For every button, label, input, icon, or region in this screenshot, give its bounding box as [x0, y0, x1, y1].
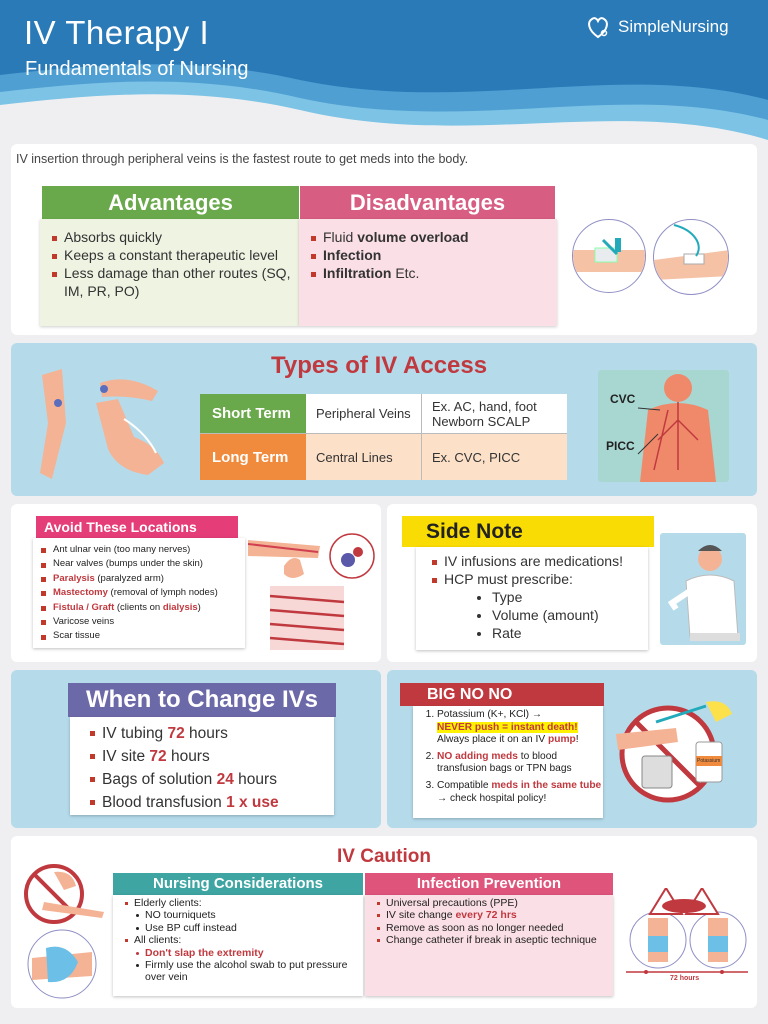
no-slap-illustration: [24, 864, 104, 924]
header-banner: [0, 0, 768, 140]
list-item: NO adding meds to blood transfusion bags…: [437, 751, 603, 776]
list-item: Type: [492, 588, 648, 606]
disadvantages-heading: Disadvantages: [300, 186, 555, 219]
torso-veins-icon: [637, 374, 716, 482]
list-item: NO tourniquets: [125, 909, 363, 921]
table-cell: Ex. AC, hand, foot Newborn SCALP: [432, 398, 537, 429]
list-item: Keeps a constant therapeutic level: [50, 246, 299, 264]
cvc-label: CVC: [610, 392, 636, 406]
stethoscope-heart-icon: [588, 17, 608, 39]
table-row: Long Term Central Lines Ex. CVC, PICC: [200, 434, 567, 480]
disadvantages-box: Fluid volume overload Infection Infiltra…: [299, 219, 557, 326]
list-item: Volume (amount): [492, 606, 648, 624]
torso-illustration: [598, 370, 729, 482]
change-box: IV tubing 72 hours IV site 72 hours Bags…: [70, 717, 334, 815]
big-no-heading: BIG NO NO: [400, 683, 604, 706]
intro-text: IV insertion through peripheral veins is…: [16, 152, 469, 166]
list-item: Firmly use the alcohol swab to put press…: [125, 959, 363, 984]
table-cell: Peripheral Veins: [306, 394, 422, 433]
list-item: Remove as soon as no longer needed: [377, 922, 613, 934]
doctor-icon: [667, 545, 740, 641]
list-item: Elderly clients:: [125, 897, 363, 909]
arm-iv-icon: [654, 224, 728, 280]
nursing-box: Elderly clients: NO tourniquets Use BP c…: [113, 895, 363, 996]
picc-label: PICC: [606, 439, 635, 453]
list-item: Blood transfusion 1 x use: [88, 791, 334, 814]
list-item: HCP must prescribe:: [430, 570, 648, 588]
list-item: Infection: [309, 246, 557, 264]
list-item: Absorbs quickly: [50, 228, 299, 246]
side-note-heading: Side Note: [402, 516, 654, 547]
list-item: Less damage than other routes (SQ, IM, P…: [50, 264, 299, 300]
no-push-illustration: [616, 701, 732, 803]
list-item: Fistula / Graft (clients on dialysis): [39, 601, 245, 615]
list-item: Change catheter if break in aseptic tech…: [377, 934, 613, 946]
avoid-heading: Avoid These Locations: [36, 516, 238, 538]
change-heading: When to Change IVs: [68, 683, 336, 717]
veins-illustration: [248, 533, 375, 650]
big-no-box: Potassium (K+, KCl) →NEVER push = instan…: [413, 706, 603, 818]
infection-heading: Infection Prevention: [365, 873, 613, 895]
table-cell: Long Term: [200, 434, 306, 480]
list-item: Paralysis (paralyzed arm): [39, 572, 245, 586]
table-cell: Ex. CVC, PICC: [432, 449, 521, 465]
list-item: Near valves (bumps under the skin): [39, 557, 245, 571]
potassium-label: Potassium: [697, 758, 721, 764]
list-item: Fluid volume overload: [309, 228, 557, 246]
caution-heading: IV Caution: [337, 846, 431, 867]
list-item: Ant ulnar vein (too many nerves): [39, 543, 245, 557]
table-cell: Short Term: [200, 394, 306, 433]
hand-iv-icon: [573, 238, 645, 272]
table-cell: Central Lines: [306, 434, 422, 480]
list-item: Bags of solution 24 hours: [88, 768, 334, 791]
list-item: Potassium (K+, KCl) →NEVER push = instan…: [437, 709, 603, 747]
list-item: Rate: [492, 624, 648, 642]
doctor-illustration: [660, 533, 746, 645]
tourniquet-illustration: [27, 929, 97, 999]
iv-hand-illustration: [572, 219, 646, 293]
table-row: Short Term Peripheral Veins Ex. AC, hand…: [200, 394, 567, 434]
list-item: Don't slap the extremity: [125, 947, 363, 959]
hours-label: 72 hours: [670, 975, 700, 982]
limbs-illustration: [40, 369, 164, 479]
types-heading: Types of IV Access: [271, 352, 488, 379]
list-item: IV site change every 72 hrs: [377, 909, 613, 921]
list-item: Varicose veins: [39, 615, 245, 629]
brand-logo: SimpleNursing: [584, 13, 729, 41]
iv-timeline-illustration: [626, 888, 748, 974]
advantages-heading: Advantages: [42, 186, 299, 219]
avoid-box: Ant ulnar vein (too many nerves) Near va…: [33, 538, 245, 648]
nursing-heading: Nursing Considerations: [113, 873, 363, 895]
list-item: Universal precautions (PPE): [377, 897, 613, 909]
list-item: All clients:: [125, 934, 363, 946]
list-item: Compatible meds in the same tube → check…: [437, 780, 603, 805]
list-item: IV infusions are medications!: [430, 552, 648, 570]
list-item: IV site 72 hours: [88, 745, 334, 768]
list-item: Scar tissue: [39, 629, 245, 643]
list-item: Mastectomy (removal of lymph nodes): [39, 586, 245, 600]
advantages-box: Absorbs quickly Keeps a constant therape…: [40, 219, 299, 326]
list-item: IV tubing 72 hours: [88, 722, 334, 745]
page-subtitle: Fundamentals of Nursing: [25, 58, 249, 80]
brand-name: SimpleNursing: [618, 17, 729, 36]
page-title: IV Therapy I: [24, 14, 210, 51]
iv-arm-illustration: [653, 219, 729, 295]
list-item: Infiltration Etc.: [309, 264, 557, 282]
iv-access-table: Short Term Peripheral Veins Ex. AC, hand…: [200, 394, 567, 480]
infection-box: Universal precautions (PPE) IV site chan…: [365, 895, 613, 996]
list-item: Use BP cuff instead: [125, 922, 363, 934]
side-note-box: IV infusions are medications! HCP must p…: [416, 547, 648, 650]
